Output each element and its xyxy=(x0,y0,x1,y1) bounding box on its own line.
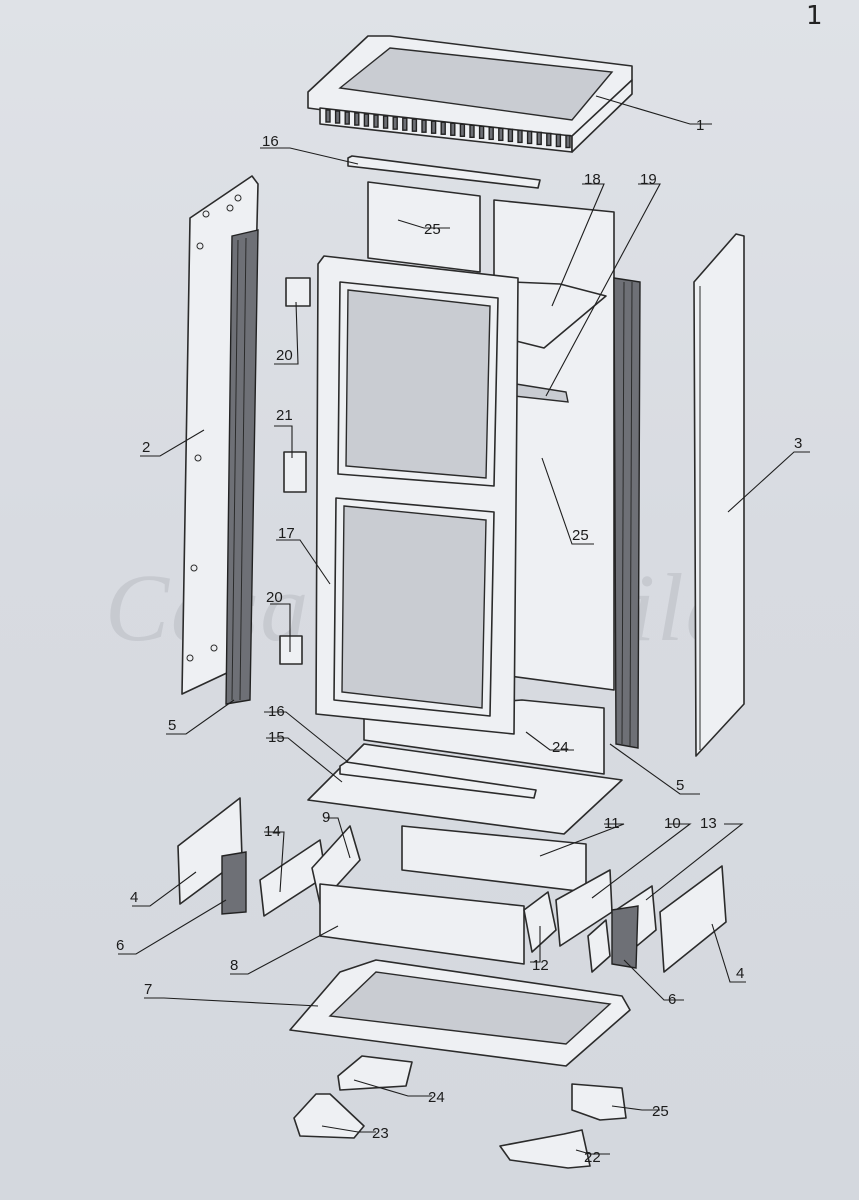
label-12: 12 xyxy=(532,957,549,974)
crown-dentil xyxy=(430,120,437,134)
crown-dentil xyxy=(526,130,533,145)
crown-dentil xyxy=(536,131,542,146)
crown-dentil xyxy=(354,112,360,126)
label-20-upper: 20 xyxy=(276,347,293,364)
part-number-labels: 1 2 3 4 4 5 5 6 6 7 8 9 10 11 12 13 14 1… xyxy=(116,117,802,1166)
label-10: 10 xyxy=(664,815,681,832)
crown-dentil xyxy=(402,117,408,131)
label-25-main: 25 xyxy=(572,527,589,544)
crown-dentil xyxy=(488,126,494,141)
dowel-hole xyxy=(234,194,242,202)
dowel-hole xyxy=(202,210,210,218)
label-17: 17 xyxy=(278,525,295,542)
crown-dentil xyxy=(555,133,562,148)
part-3-right-side-panel xyxy=(693,233,745,757)
crown-dentil xyxy=(382,115,389,129)
part-16-lower-rail xyxy=(339,761,537,799)
crown-dentil xyxy=(411,118,418,132)
dowel-hole xyxy=(226,204,234,212)
label-4-left: 4 xyxy=(130,889,138,906)
label-14: 14 xyxy=(264,823,281,840)
part-24-foot-bracket xyxy=(337,1055,413,1091)
dowel-hole xyxy=(194,454,202,462)
leader-lines xyxy=(118,95,810,1155)
label-23: 23 xyxy=(372,1125,389,1142)
part-8-drawer-front xyxy=(319,883,525,965)
label-13: 13 xyxy=(700,815,717,832)
dowel-hole xyxy=(190,564,198,572)
label-3: 3 xyxy=(794,435,802,452)
label-15: 15 xyxy=(268,729,285,746)
label-5-right: 5 xyxy=(676,777,684,794)
label-25-upper: 25 xyxy=(424,221,441,238)
label-7: 7 xyxy=(144,981,152,998)
label-19: 19 xyxy=(640,171,657,188)
crown-dentil xyxy=(498,127,504,142)
crown-dentil xyxy=(565,134,571,149)
part-drawer-block xyxy=(587,919,611,973)
crown-dentil xyxy=(469,124,475,139)
part-6-left-rail xyxy=(221,851,247,915)
dowel-hole xyxy=(210,644,218,652)
crown-dentil xyxy=(507,128,514,143)
part-4-right-side xyxy=(659,865,727,973)
label-9: 9 xyxy=(322,809,330,826)
part-5-right-rail xyxy=(613,277,641,749)
label-8: 8 xyxy=(230,957,238,974)
label-6-right: 6 xyxy=(668,991,676,1008)
crown-dentil xyxy=(334,110,341,124)
crown-dentil xyxy=(478,125,485,140)
part-2-left-side-panel xyxy=(181,175,259,705)
label-6-left: 6 xyxy=(116,937,124,954)
part-22-front-foot-right xyxy=(499,1129,591,1169)
label-11: 11 xyxy=(604,815,620,832)
label-20-lower: 20 xyxy=(266,589,283,606)
part-23-front-foot-left xyxy=(293,1093,365,1139)
page-number: 1 xyxy=(806,1,823,31)
part-21-hinge-middle xyxy=(283,451,307,493)
part-25-foot-bracket xyxy=(571,1083,627,1121)
part-1-top-crown xyxy=(307,35,633,153)
part-7-base-frame xyxy=(289,959,631,1067)
label-5-left: 5 xyxy=(168,717,176,734)
crown-dentil xyxy=(517,129,523,144)
crown-dentil xyxy=(373,114,379,128)
crown-dentil xyxy=(546,132,552,147)
part-20-hinge-upper xyxy=(285,277,311,307)
label-1: 1 xyxy=(696,117,704,134)
crown-dentil xyxy=(459,123,466,137)
label-4-right: 4 xyxy=(736,965,744,982)
part-25-back-panel-upper xyxy=(367,181,481,273)
part-16-top-rail xyxy=(347,155,541,189)
label-25-foot: 25 xyxy=(652,1103,669,1120)
part-20-hinge-lower xyxy=(279,635,303,665)
label-2: 2 xyxy=(142,439,150,456)
part-6-right-rail xyxy=(611,905,639,969)
label-24-foot: 24 xyxy=(428,1089,445,1106)
crown-dentil xyxy=(363,113,370,127)
label-22: 22 xyxy=(584,1149,601,1166)
part-17-door xyxy=(315,255,519,735)
part-11-drawer-side-back xyxy=(401,825,587,893)
label-24-back: 24 xyxy=(552,739,569,756)
label-21: 21 xyxy=(276,407,293,424)
crown-dentil xyxy=(392,116,398,130)
crown-dentil xyxy=(344,111,350,125)
dowel-hole xyxy=(196,242,204,250)
label-16-top: 16 xyxy=(262,133,279,150)
dowel-hole xyxy=(186,654,194,662)
label-16-lower: 16 xyxy=(268,703,285,720)
crown-dentil xyxy=(325,109,331,123)
crown-dentil xyxy=(440,121,446,135)
crown-dentil xyxy=(450,122,456,136)
part-12-drawer-bottom xyxy=(523,891,557,953)
label-18: 18 xyxy=(584,171,601,188)
crown-dentil xyxy=(421,119,427,133)
